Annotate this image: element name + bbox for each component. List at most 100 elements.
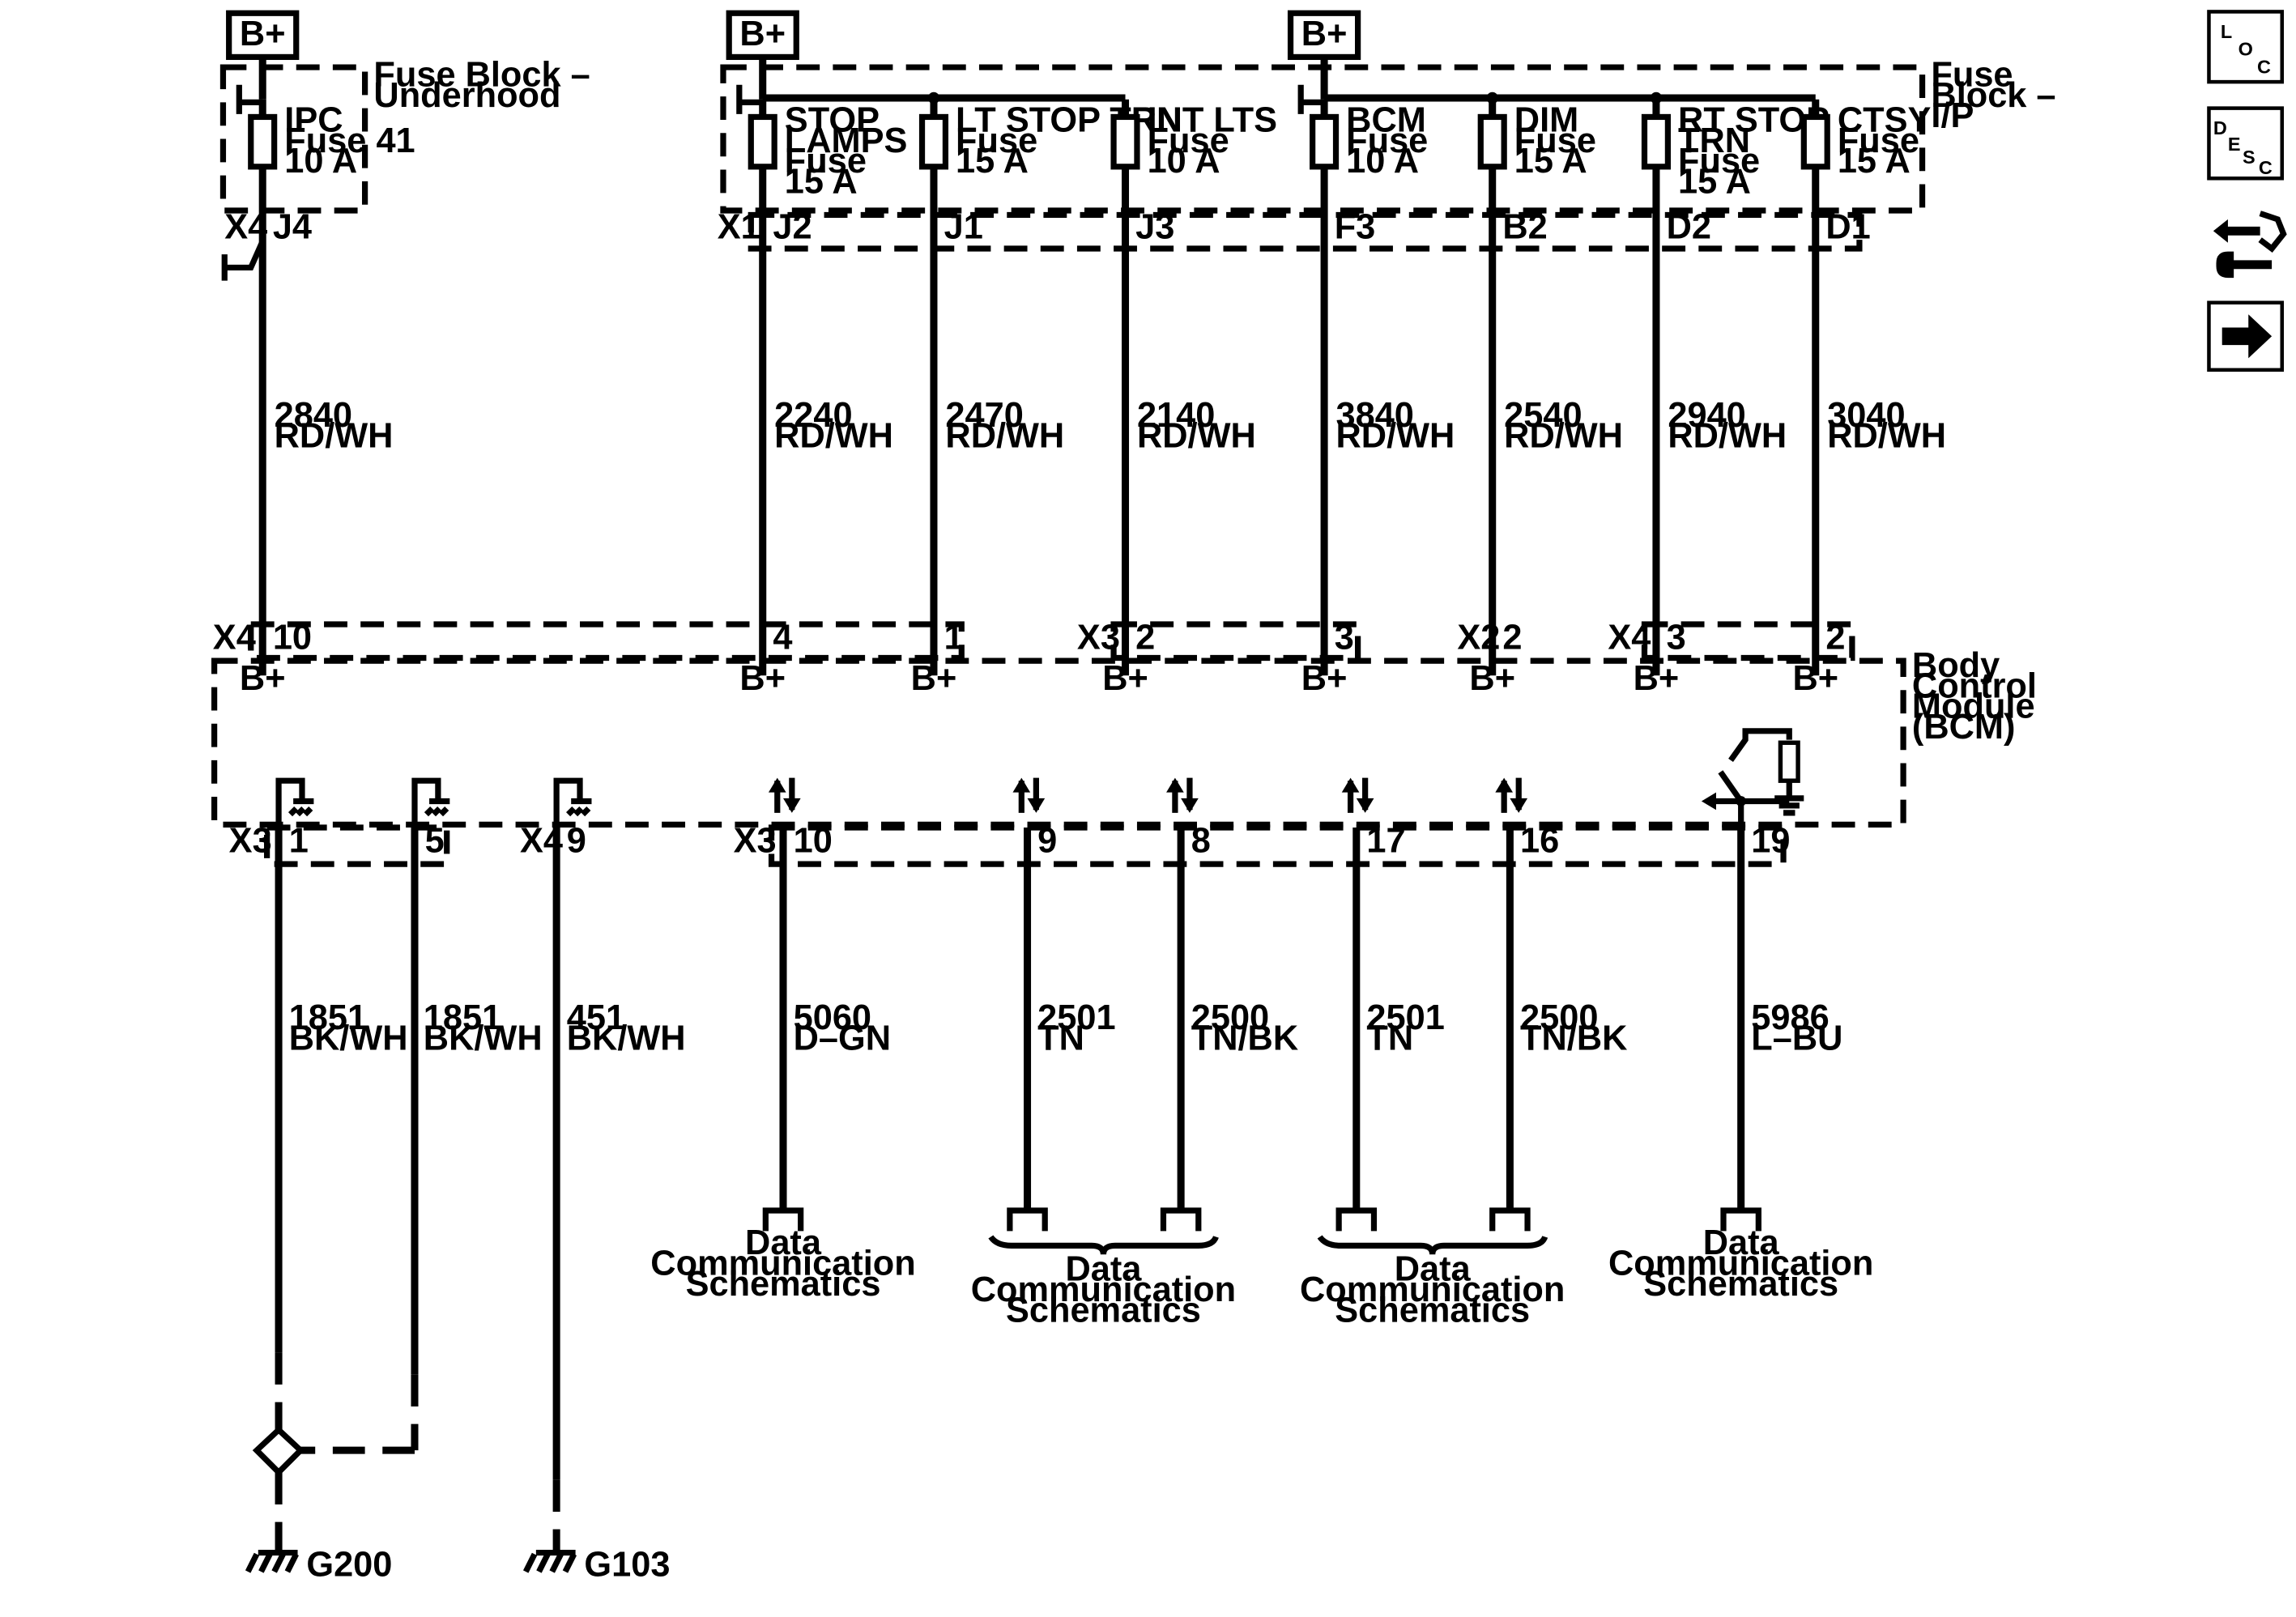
svg-text:X2: X2 — [1457, 619, 1500, 657]
svg-text:E: E — [2228, 134, 2241, 155]
fuse-dim: DIM Fuse 15 A B2 — [1477, 101, 1596, 246]
svg-text:RD/WH: RD/WH — [1827, 417, 1946, 456]
svg-text:INT LTS: INT LTS — [1148, 101, 1277, 140]
svg-text:19: 19 — [1751, 822, 1790, 861]
ground-g103: G103 — [522, 1545, 670, 1584]
svg-text:2500: 2500 — [1520, 998, 1598, 1037]
svg-text:15 A: 15 A — [1678, 162, 1751, 201]
svg-text:Data: Data — [745, 1223, 822, 1262]
upper-wire-lines — [258, 99, 1820, 676]
svg-text:Schematics: Schematics — [1335, 1291, 1530, 1330]
svg-text:D: D — [2213, 117, 2227, 138]
data-comm-ref-1[interactable]: Data Communication Schematics — [650, 1223, 915, 1304]
svg-text:8: 8 — [1191, 822, 1211, 861]
svg-text:451: 451 — [567, 998, 625, 1037]
svg-text:B2: B2 — [1502, 207, 1547, 246]
svg-text:B+: B+ — [1469, 659, 1515, 698]
svg-text:J3: J3 — [1135, 207, 1174, 246]
svg-text:2940: 2940 — [1668, 396, 1745, 435]
fuse-stop-lamps: STOP LAMPS Fuse 15 A J2 — [748, 101, 908, 246]
svg-text:B+: B+ — [240, 15, 286, 53]
svg-text:Communication: Communication — [971, 1270, 1236, 1309]
svg-text:Data: Data — [1065, 1250, 1142, 1289]
svg-text:S: S — [2243, 147, 2256, 168]
svg-text:C: C — [2257, 56, 2271, 77]
svg-text:TN/BK: TN/BK — [1191, 1019, 1298, 1057]
desc-icon[interactable]: D E S C — [2207, 106, 2285, 181]
svg-text:5: 5 — [425, 822, 445, 861]
svg-text:LT STOP TRN: LT STOP TRN — [956, 101, 1182, 140]
svg-text:2501: 2501 — [1366, 998, 1444, 1037]
data-comm-ref-4[interactable]: Data Communication Schematics — [1608, 1223, 1873, 1304]
svg-text:B+: B+ — [739, 15, 786, 53]
svg-text:Schematics: Schematics — [1643, 1265, 1838, 1304]
svg-text:Schematics: Schematics — [1006, 1291, 1201, 1330]
bcm-data-arrows — [768, 777, 1528, 813]
svg-text:D1: D1 — [1825, 207, 1870, 246]
svg-text:1: 1 — [944, 619, 964, 657]
svg-text:D2: D2 — [1667, 207, 1711, 246]
supply-bplus-2: B+ — [726, 10, 799, 61]
svg-text:3: 3 — [1667, 619, 1686, 657]
svg-text:9: 9 — [1037, 822, 1057, 861]
svg-text:Fuse: Fuse — [1838, 121, 1919, 160]
svg-text:D–GN: D–GN — [794, 1019, 891, 1057]
svg-text:X3: X3 — [229, 822, 272, 861]
svg-text:1851: 1851 — [289, 998, 367, 1037]
svg-text:BCM: BCM — [1346, 101, 1426, 140]
splice-diamond — [252, 1425, 305, 1477]
fuse-ctsy: CTSY Fuse 15 A D1 — [1800, 101, 1932, 246]
svg-text:BK/WH: BK/WH — [424, 1019, 543, 1057]
loc-icon[interactable]: L O C — [2207, 10, 2285, 84]
svg-text:2: 2 — [1135, 619, 1155, 657]
svg-text:2540: 2540 — [1504, 396, 1582, 435]
svg-text:C: C — [2259, 157, 2273, 178]
svg-text:Module: Module — [1912, 687, 2035, 726]
svg-text:DIM: DIM — [1514, 101, 1578, 140]
svg-text:Block –: Block – — [1931, 76, 2055, 115]
svg-text:2: 2 — [1502, 619, 1522, 657]
svg-text:RD/WH: RD/WH — [1336, 417, 1455, 456]
svg-text:B+: B+ — [1102, 659, 1148, 698]
svg-text:Fuse: Fuse — [1346, 121, 1428, 160]
supply-bplus-1: B+ — [226, 10, 300, 61]
data-connector-stubs — [762, 1207, 1761, 1255]
svg-text:3: 3 — [1335, 619, 1354, 657]
fuse-ipc: IPC Fuse 41 10 A J4 — [248, 101, 415, 246]
svg-text:LAMPS: LAMPS — [785, 121, 908, 160]
data-comm-ref-3[interactable]: Data Communication Schematics — [1300, 1250, 1565, 1330]
svg-text:J2: J2 — [773, 207, 811, 246]
svg-text:2: 2 — [1825, 619, 1845, 657]
svg-text:J4: J4 — [273, 207, 312, 246]
data-comm-ref-2[interactable]: Data Communication Schematics — [971, 1250, 1236, 1330]
svg-text:10: 10 — [794, 822, 833, 861]
svg-text:Fuse: Fuse — [1514, 121, 1596, 160]
bcm-bottom-connectors: X3 X4 X3 1 5 9 10 9 8 17 16 19 — [229, 822, 1791, 867]
svg-text:Data: Data — [1703, 1223, 1780, 1262]
svg-text:I/P: I/P — [1931, 96, 1974, 135]
svg-text:15 A: 15 A — [785, 162, 858, 201]
connector-tool-icon[interactable] — [2213, 211, 2287, 279]
next-arrow-icon[interactable] — [2207, 300, 2285, 372]
svg-text:X4: X4 — [213, 619, 256, 657]
svg-text:CTSY: CTSY — [1838, 101, 1932, 140]
svg-text:BK/WH: BK/WH — [289, 1019, 408, 1057]
svg-text:Fuse: Fuse — [956, 121, 1037, 160]
svg-text:X3: X3 — [1077, 619, 1120, 657]
svg-text:2470: 2470 — [945, 396, 1023, 435]
svg-text:2500: 2500 — [1191, 998, 1269, 1037]
svg-text:1: 1 — [289, 822, 309, 861]
svg-text:O: O — [2238, 39, 2253, 60]
fuse-lt-stop-trn: LT STOP TRN Fuse 15 A J1 — [918, 101, 1182, 246]
svg-text:Communication: Communication — [650, 1244, 915, 1283]
svg-text:Underhood: Underhood — [373, 76, 560, 115]
svg-text:B+: B+ — [739, 659, 786, 698]
svg-text:B+: B+ — [1792, 659, 1838, 698]
svg-text:2140: 2140 — [1137, 396, 1215, 435]
svg-text:15 A: 15 A — [1838, 142, 1910, 181]
svg-text:2240: 2240 — [774, 396, 852, 435]
svg-text:B+: B+ — [1301, 659, 1348, 698]
svg-text:Body: Body — [1912, 646, 2000, 685]
svg-text:L: L — [2221, 21, 2232, 42]
svg-text:Control: Control — [1912, 666, 2037, 705]
